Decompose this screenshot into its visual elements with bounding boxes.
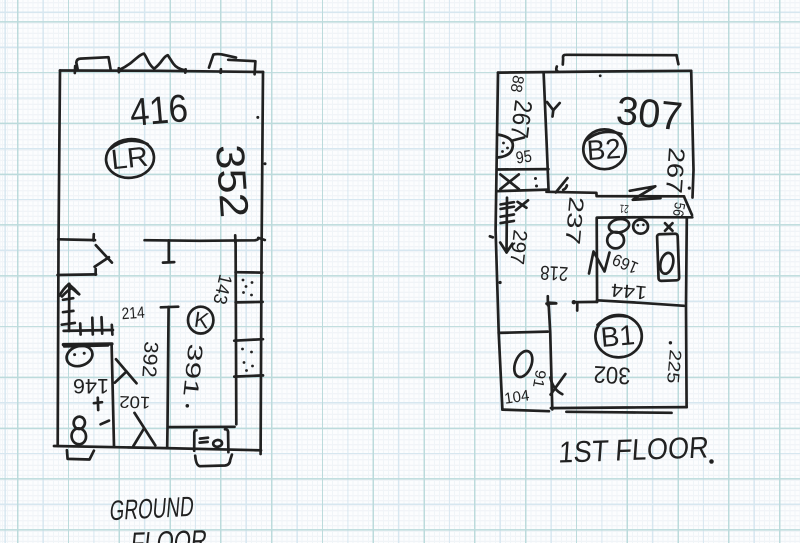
svg-text:B2: B2 xyxy=(586,133,622,166)
svg-text:LR: LR xyxy=(109,141,149,176)
svg-text:95: 95 xyxy=(514,147,532,168)
svg-text:214: 214 xyxy=(121,304,145,324)
svg-text:102: 102 xyxy=(119,392,151,412)
svg-text:169: 169 xyxy=(610,250,641,278)
svg-text:297: 297 xyxy=(505,229,531,266)
svg-text:GROUND: GROUND xyxy=(109,491,196,526)
svg-text:91: 91 xyxy=(529,368,549,389)
svg-text:56: 56 xyxy=(669,201,688,218)
svg-text:1ST FLOOR: 1ST FLOOR xyxy=(558,431,710,469)
svg-text:88: 88 xyxy=(507,74,527,94)
svg-text:146: 146 xyxy=(73,374,109,397)
svg-text:267: 267 xyxy=(661,147,690,195)
svg-text:B1: B1 xyxy=(599,319,636,353)
svg-text:391: 391 xyxy=(178,343,206,398)
svg-text:144: 144 xyxy=(610,278,648,302)
svg-text:225: 225 xyxy=(663,349,685,385)
svg-text:307: 307 xyxy=(614,89,684,140)
svg-text:352: 352 xyxy=(207,143,256,219)
svg-text:K: K xyxy=(193,307,211,334)
svg-text:302: 302 xyxy=(593,360,631,389)
svg-text:218: 218 xyxy=(540,261,569,284)
svg-text:416: 416 xyxy=(128,87,190,135)
svg-text:21: 21 xyxy=(619,202,629,215)
svg-text:FLOOR: FLOOR xyxy=(129,525,208,543)
svg-text:104: 104 xyxy=(503,387,530,407)
svg-text:143: 143 xyxy=(208,272,235,306)
svg-text:237: 237 xyxy=(560,196,587,246)
svg-text:392: 392 xyxy=(137,341,161,378)
svg-text:267: 267 xyxy=(505,98,537,139)
